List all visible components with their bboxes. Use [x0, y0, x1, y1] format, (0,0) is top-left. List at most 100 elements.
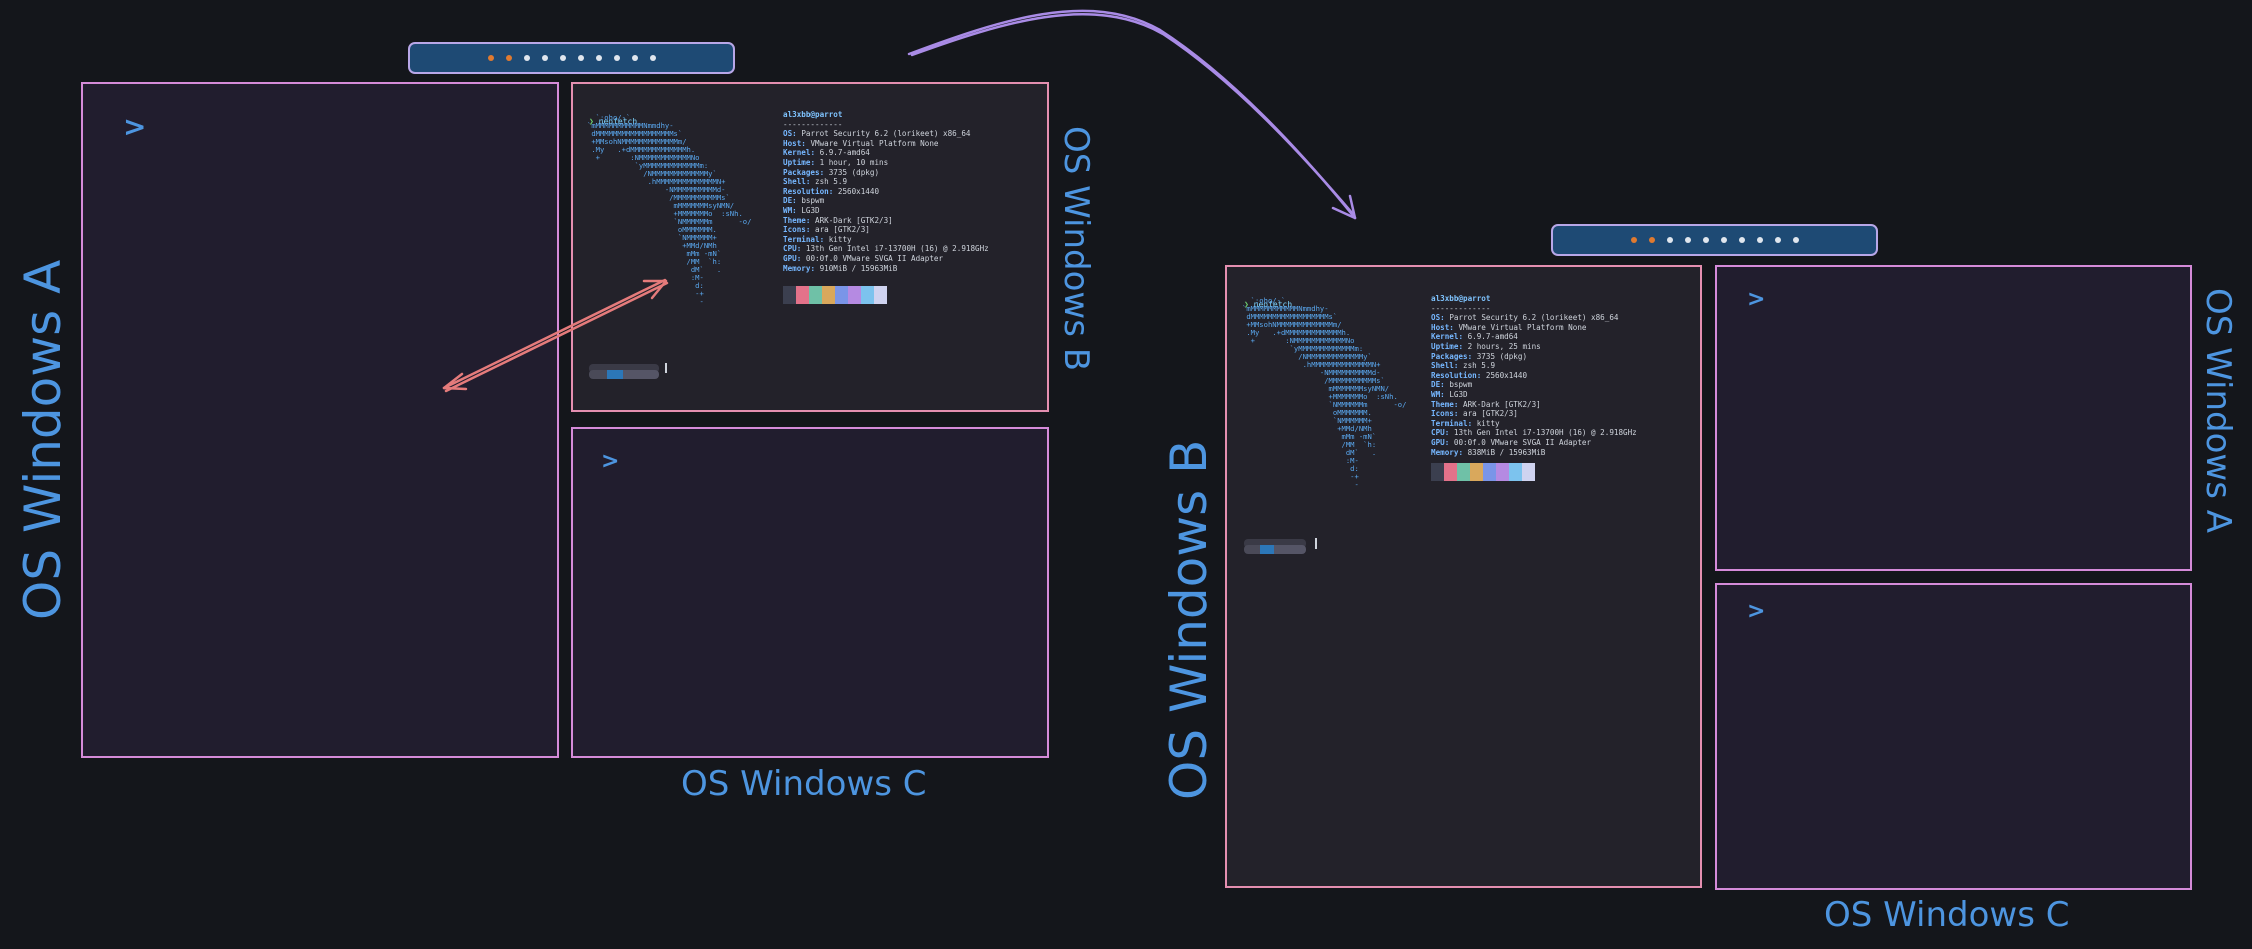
- ascii-line: -+: [1242, 472, 1359, 481]
- sysinfo-key: OS: [1431, 313, 1441, 323]
- sysinfo-key: Memory: [1431, 447, 1459, 457]
- palette-swatch-6: [1509, 463, 1522, 481]
- workspace-bar-right: [1551, 224, 1878, 256]
- ascii-line: +MMd/NMh: [587, 241, 717, 250]
- workspace-dot-10[interactable]: [649, 55, 656, 61]
- ascii-line: +MMsohNMMMMMMMMMMMMMm/: [587, 137, 687, 146]
- sysinfo-key: Icons: [1431, 409, 1454, 419]
- sysinfo-row: GPU: 00:0f.0 VMware SVGA II Adapter: [1431, 437, 1592, 447]
- ascii-line: /NMMMMMMMMMMMMMy`: [587, 169, 717, 178]
- sysinfo-value: zsh 5.9: [815, 177, 848, 187]
- palette-swatch-5: [848, 286, 861, 304]
- sysinfo-value: ara [GTK2/3]: [1463, 409, 1518, 419]
- workspace-dots-left: [487, 55, 656, 61]
- sysinfo-row: CPU: 13th Gen Intel i7-13700H (16) @ 2.9…: [1431, 428, 1637, 438]
- workspace-dots-right: [1630, 237, 1799, 243]
- ascii-line: mMMMMMMMsyNMN/: [587, 201, 735, 210]
- ascii-line: d:: [1242, 464, 1359, 473]
- swap-arrow-red: [442, 278, 669, 393]
- workspace-dot-6[interactable]: [1720, 237, 1727, 243]
- workspace-dot-9[interactable]: [1774, 237, 1781, 243]
- sysinfo-value: 13th Gen Intel i7-13700H (16) @ 2.918GHz: [805, 244, 989, 254]
- ascii-line: /MM `h:: [587, 257, 722, 266]
- sysinfo-row: WM: LG3D: [783, 205, 820, 215]
- palette-swatch-7: [874, 286, 887, 304]
- ascii-line: dMMMMMMMMMMMMMMMMMMs`: [1242, 312, 1338, 321]
- sysinfo-value: LG3D: [801, 205, 820, 215]
- sysinfo-value: Parrot Security 6.2 (lorikeet) x86_64: [1449, 313, 1619, 323]
- sysinfo-key: Terminal: [783, 234, 820, 244]
- sysinfo-key: Kernel: [783, 148, 811, 158]
- ascii-line: + :NMMMMMMMMMMMMNo: [1242, 336, 1355, 345]
- workspace-dot-10[interactable]: [1792, 237, 1799, 243]
- workspace-dot-9[interactable]: [631, 55, 638, 61]
- os-window-c-left[interactable]: >: [571, 427, 1049, 758]
- os-window-c-right[interactable]: >: [1715, 583, 2192, 890]
- os-window-a-right[interactable]: >: [1715, 265, 2192, 571]
- sysinfo-key: DE: [1431, 380, 1441, 390]
- prompt-status-bar-left: [589, 364, 659, 379]
- sysinfo-value: ara [GTK2/3]: [815, 225, 870, 235]
- ascii-line: .My .+dMMMMMMMMMMMMMh.: [1242, 328, 1351, 337]
- ascii-line: /NMMMMMMMMMMMMMy`: [1242, 352, 1372, 361]
- workspace-dot-3[interactable]: [1666, 237, 1673, 243]
- ascii-line: `:oho/-`: [1242, 296, 1286, 305]
- sysinfo-key: GPU: [783, 253, 797, 263]
- sysinfo-key: Icons: [783, 225, 806, 235]
- palette-swatch-4: [835, 286, 848, 304]
- os-window-b-left-terminal[interactable]: ❯ neofetch `:oho/-``mMMMMMMMMMMMNmmdhy- …: [571, 82, 1049, 412]
- sysinfo-key: Shell: [783, 177, 806, 187]
- workspace-dot-4[interactable]: [541, 55, 548, 61]
- workspace-dot-1[interactable]: [1630, 237, 1637, 243]
- workspace-dot-5[interactable]: [559, 55, 566, 61]
- palette-swatch-5: [1496, 463, 1509, 481]
- workspace-dot-6[interactable]: [577, 55, 584, 61]
- ascii-line: `mMMMMMMMMMMMNmmdhy-: [587, 121, 674, 130]
- ascii-line: mMMMMMMMsyNMN/: [1242, 384, 1390, 393]
- workspace-dot-4[interactable]: [1684, 237, 1691, 243]
- workspace-dot-8[interactable]: [613, 55, 620, 61]
- sysinfo-value: bspwm: [801, 196, 825, 206]
- os-window-a-left[interactable]: >: [81, 82, 559, 758]
- workspace-dot-2[interactable]: [505, 55, 512, 61]
- workspace-dot-8[interactable]: [1756, 237, 1763, 243]
- sysinfo-value: ARK-Dark [GTK2/3]: [1463, 399, 1541, 409]
- sysinfo-row: Theme: ARK-Dark [GTK2/3]: [783, 215, 893, 225]
- sysinfo-key: CPU: [783, 244, 797, 254]
- ascii-logo-right: `:oho/-``mMMMMMMMMMMMNmmdhy- dMMMMMMMMMM…: [1242, 297, 1406, 489]
- sysinfo-row: Kernel: 6.9.7-amd64: [783, 148, 870, 158]
- sysinfo-row: Icons: ara [GTK2/3]: [1431, 409, 1518, 419]
- os-window-b-right-terminal[interactable]: ❯ neofetch `:oho/-``mMMMMMMMMMMMNmmdhy- …: [1225, 265, 1702, 888]
- workspace-dot-3[interactable]: [523, 55, 530, 61]
- ascii-line: /MM `h:: [1242, 440, 1377, 449]
- sysinfo-key: Uptime: [1431, 341, 1459, 351]
- sysinfo-key: Kernel: [1431, 332, 1459, 342]
- sysinfo-value: 1 hour, 10 mins: [819, 157, 889, 167]
- sysinfo-separator: -------------: [783, 119, 843, 129]
- ascii-line: mMm -mN`: [1242, 432, 1377, 441]
- ascii-line: -NMMMMMMMMMMd-: [587, 185, 726, 194]
- ascii-line: -: [587, 297, 704, 306]
- palette-swatch-2: [1457, 463, 1470, 481]
- workspace-dot-2[interactable]: [1648, 237, 1655, 243]
- ascii-line: dM` .: [587, 265, 722, 274]
- workspace-bar-left: [408, 42, 735, 74]
- sysinfo-key: Memory: [783, 263, 811, 273]
- workspace-dot-7[interactable]: [1738, 237, 1745, 243]
- workspace-dot-7[interactable]: [595, 55, 602, 61]
- sysinfo-row: CPU: 13th Gen Intel i7-13700H (16) @ 2.9…: [783, 244, 989, 254]
- workspace-dot-1[interactable]: [487, 55, 494, 61]
- ascii-line: +MMsohNMMMMMMMMMMMMMm/: [1242, 320, 1342, 329]
- ascii-line: :M-: [1242, 456, 1359, 465]
- ascii-line: d:: [587, 281, 704, 290]
- sysinfo-value: 13th Gen Intel i7-13700H (16) @ 2.918GHz: [1453, 428, 1637, 438]
- sysinfo-value: 2560x1440: [837, 186, 880, 196]
- terminal-cursor: [665, 363, 667, 373]
- palette-swatch-0: [1431, 463, 1444, 481]
- sysinfo-row: Theme: ARK-Dark [GTK2/3]: [1431, 399, 1541, 409]
- prompt-chevron-icon: >: [123, 110, 147, 143]
- ascii-line: `NMMMMMM+: [1242, 416, 1372, 425]
- sysinfo-row: Memory: 910MiB / 15963MiB: [783, 263, 898, 273]
- workspace-dot-5[interactable]: [1702, 237, 1709, 243]
